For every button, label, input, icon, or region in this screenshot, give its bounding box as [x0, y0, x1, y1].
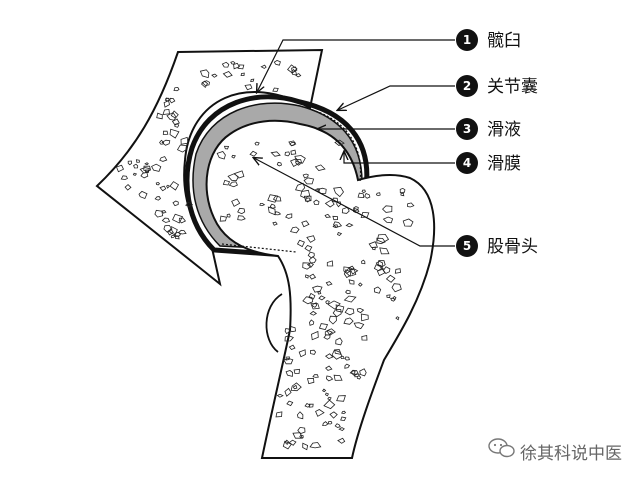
- label-1-text: 髋臼: [487, 31, 521, 51]
- label-4-number: 4: [463, 156, 471, 170]
- wechat-icon: [489, 439, 514, 457]
- label-3-text: 滑液: [487, 120, 521, 140]
- label-1-number: 1: [463, 33, 471, 47]
- watermark: 徐其科说中医: [489, 439, 622, 464]
- label-1: 1 髋臼: [456, 29, 521, 51]
- label-5-text: 股骨头: [487, 237, 538, 257]
- label-5-number: 5: [463, 239, 471, 253]
- label-3: 3 滑液: [456, 118, 521, 140]
- label-2-text: 关节囊: [487, 77, 538, 97]
- leader-line-4: [344, 152, 455, 163]
- label-3-number: 3: [463, 122, 471, 136]
- label-4: 4 滑膜: [456, 152, 521, 174]
- label-5: 5 股骨头: [456, 235, 538, 257]
- leader-line-2: [338, 86, 455, 110]
- label-2-number: 2: [463, 79, 471, 93]
- soft-tissue-bump: [266, 294, 282, 352]
- label-4-text: 滑膜: [487, 154, 521, 174]
- watermark-text: 徐其科说中医: [520, 444, 622, 464]
- label-2: 2 关节囊: [456, 75, 538, 97]
